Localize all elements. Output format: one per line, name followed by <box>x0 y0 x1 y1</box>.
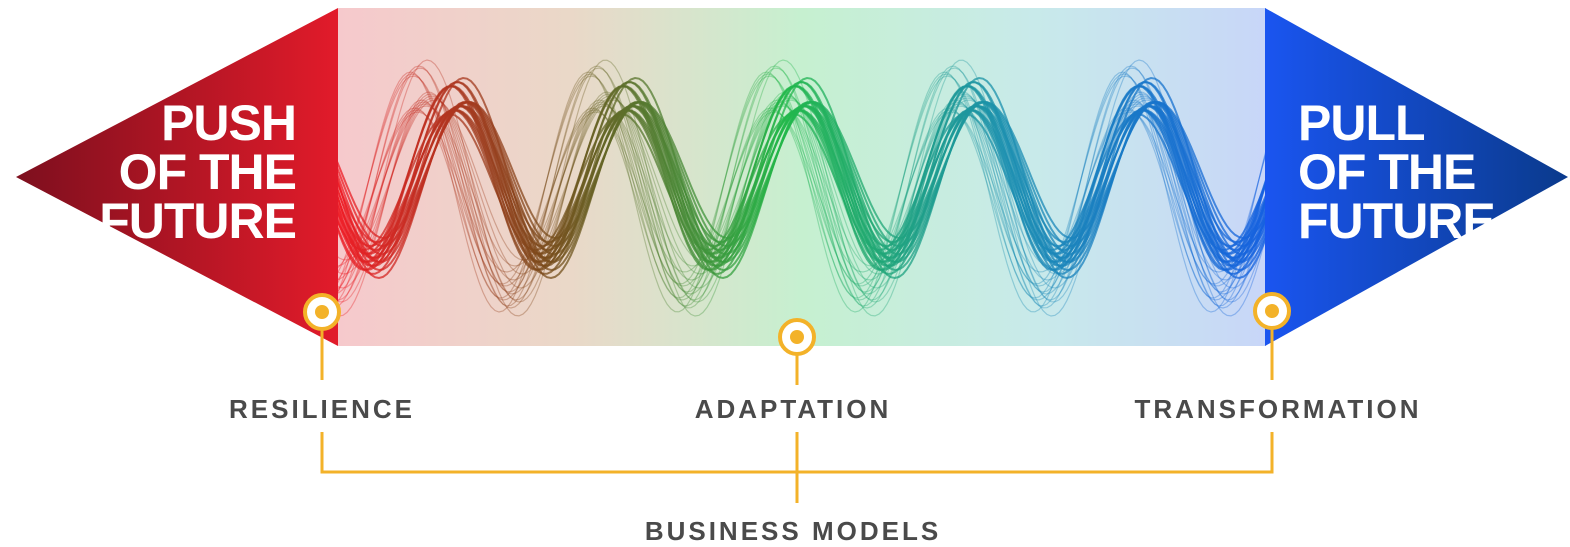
pull-line-2: OF THE <box>1298 144 1475 200</box>
wave-strand <box>338 113 1266 252</box>
wave-strand <box>338 84 1266 271</box>
wave-strand-faint <box>338 65 1266 307</box>
wave-strand-faint <box>338 105 1266 267</box>
wave-strand-faint <box>338 73 1266 299</box>
stage-label-adaptation: ADAPTATION <box>695 394 892 424</box>
wave-strand <box>338 76 1266 263</box>
group-label-business-models: BUSINESS MODELS <box>645 516 941 546</box>
pull-line-3: FUTURE <box>1298 193 1495 249</box>
push-line-3: FUTURE <box>99 193 296 249</box>
wave-bundle <box>338 59 1266 317</box>
connector-lines <box>320 326 1274 503</box>
marker-resilience <box>303 293 341 331</box>
wave-strand-faint <box>338 75 1266 285</box>
stage-label-transformation: TRANSFORMATION <box>1134 394 1421 424</box>
wave-strand <box>338 109 1266 272</box>
push-text: PUSH OF THE FUTURE <box>99 95 297 249</box>
push-line-1: PUSH <box>161 95 296 151</box>
wave-strand-faint <box>338 103 1266 281</box>
pull-text: PULL OF THE FUTURE <box>1298 95 1496 249</box>
central-band <box>338 8 1266 346</box>
marker-transformation <box>1253 292 1291 330</box>
pull-arrow <box>1265 8 1568 346</box>
pull-line-1: PULL <box>1298 95 1425 151</box>
push-arrow <box>16 8 338 346</box>
wave-strand-faint <box>338 71 1266 313</box>
stage-label-resilience: RESILIENCE <box>229 394 415 424</box>
push-line-2: OF THE <box>119 144 296 200</box>
marker-adaptation <box>778 318 816 356</box>
